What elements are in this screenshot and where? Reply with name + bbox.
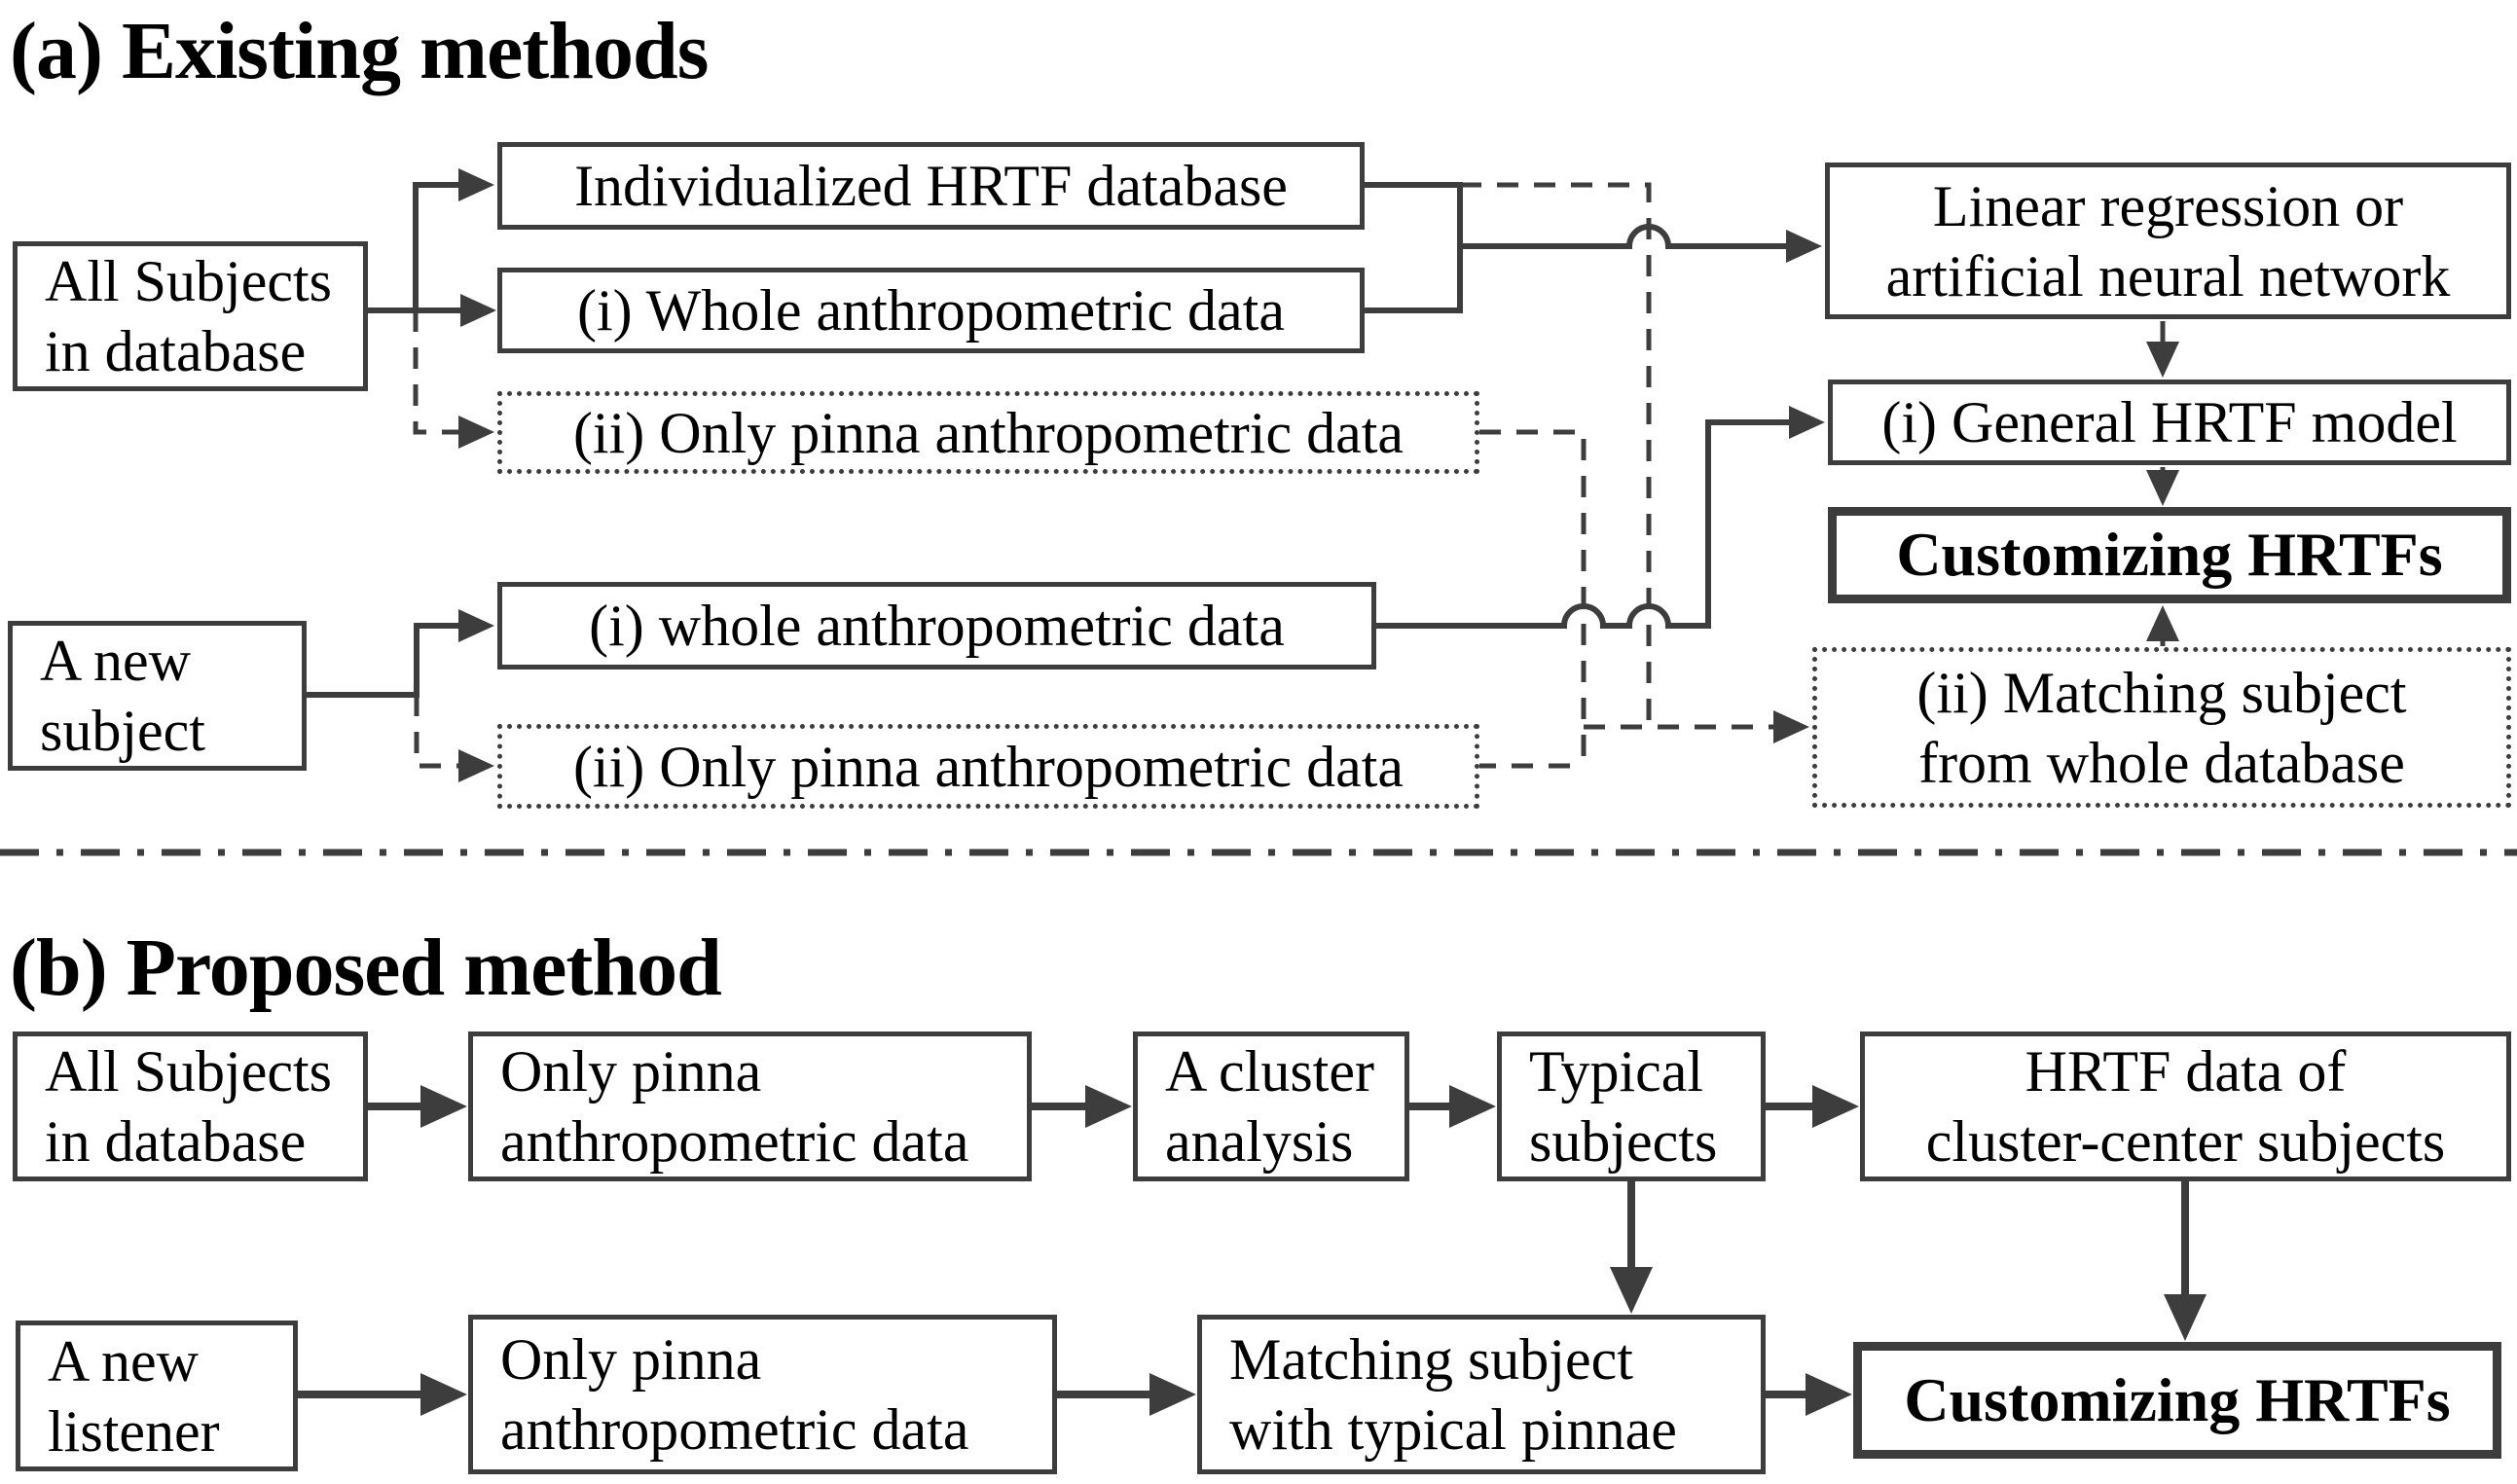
node-a-whole-anthro: (i) Whole anthropometric data	[497, 268, 1365, 353]
node-a-matching-subject: (ii) Matching subject from whole databas…	[1812, 647, 2511, 808]
connector-newsubject-to-whole-anthro	[307, 609, 494, 698]
node-a-linear-regression: Linear regression or artificial neural n…	[1825, 163, 2511, 319]
node-b-only-pinna-1: Only pinna anthropometric data	[468, 1032, 1032, 1181]
node-b-all-subjects-line1: All Subjects	[45, 1039, 332, 1104]
node-b-only-pinna-1-line1: Only pinna	[500, 1039, 762, 1104]
node-a-general-model-text: (i) General HRTF model	[1881, 390, 2458, 454]
node-b-only-pinna-2-line2: anthropometric data	[500, 1397, 969, 1462]
node-b-typical-subjects: Typical subjects	[1497, 1032, 1766, 1181]
node-a-all-subjects-line1: All Subjects	[45, 249, 332, 313]
node-b-hrtf-data: HRTF data of cluster-center subjects	[1860, 1032, 2511, 1181]
node-a-linear-regression-line1: Linear regression or	[1932, 173, 2404, 238]
node-a-individualized-db: Individualized HRTF database	[497, 142, 1365, 230]
node-a-pinna-anthro-new: (ii) Only pinna anthropometric data	[497, 724, 1479, 809]
node-b-cluster-analysis-line2: analysis	[1165, 1109, 1354, 1174]
node-a-whole-anthro-new-text: (i) whole anthropometric data	[589, 594, 1285, 658]
node-b-matching-typical: Matching subject with typical pinnae	[1197, 1315, 1766, 1474]
node-b-cluster-analysis: A cluster analysis	[1133, 1032, 1409, 1181]
node-b-customizing-hrtfs-text: Customizing HRTFs	[1904, 1364, 2451, 1434]
node-b-only-pinna-1-line2: anthropometric data	[500, 1109, 969, 1174]
section-a-title: (a) Existing methods	[10, 6, 709, 96]
connector-whole-anthro-new-to-general-model	[1376, 406, 1825, 629]
node-a-pinna-anthro-new-text: (ii) Only pinna anthropometric data	[572, 734, 1404, 799]
node-b-customizing-hrtfs: Customizing HRTFs	[1853, 1342, 2501, 1459]
connector-bracket-to-linear-regression	[1460, 224, 1822, 263]
node-a-pinna-anthro-db-text: (ii) Only pinna anthropometric data	[572, 400, 1404, 465]
node-a-matching-subject-line2: from whole database	[1918, 730, 2405, 795]
node-b-hrtf-data-line1: HRTF data of	[2025, 1039, 2347, 1104]
node-a-new-subject: A new subject	[8, 621, 307, 771]
node-a-matching-subject-line1: (ii) Matching subject	[1916, 660, 2407, 725]
node-b-new-listener-line1: A new	[48, 1328, 199, 1394]
node-a-linear-regression-line2: artificial neural network	[1885, 243, 2451, 308]
section-b-title: (b) Proposed method	[10, 923, 722, 1013]
connector-dashed-db-branch	[1460, 182, 1652, 727]
node-b-new-listener: A new listener	[16, 1321, 298, 1471]
node-b-typical-subjects-line1: Typical	[1529, 1039, 1704, 1104]
node-b-matching-typical-line1: Matching subject	[1229, 1327, 1633, 1392]
node-b-matching-typical-line2: with typical pinnae	[1229, 1397, 1677, 1462]
connector-dashed-pinna-db-branch	[1479, 429, 1587, 766]
node-b-all-subjects: All Subjects in database	[13, 1032, 368, 1181]
node-a-general-model: (i) General HRTF model	[1828, 380, 2511, 465]
node-a-whole-anthro-new: (i) whole anthropometric data	[497, 582, 1376, 670]
node-a-all-subjects: All Subjects in database	[13, 241, 368, 391]
node-b-only-pinna-2: Only pinna anthropometric data	[468, 1315, 1057, 1474]
node-a-new-subject-line1: A new	[40, 629, 191, 693]
node-a-customizing-hrtfs-text: Customizing HRTFs	[1896, 520, 2443, 590]
node-b-typical-subjects-line2: subjects	[1529, 1109, 1718, 1174]
node-b-new-listener-line2: listener	[48, 1398, 220, 1464]
connector-newsubject-to-pinna-anthro-dashed	[414, 695, 494, 782]
node-a-customizing-hrtfs: Customizing HRTFs	[1828, 507, 2511, 603]
connector-allsubjects-to-individualized-db	[413, 168, 494, 310]
connector-allsubjects-to-pinna-anthro-dashed	[413, 310, 494, 449]
node-a-new-subject-line2: subject	[40, 699, 205, 763]
node-b-cluster-analysis-line1: A cluster	[1165, 1039, 1374, 1104]
node-b-all-subjects-line2: in database	[45, 1109, 307, 1174]
node-a-whole-anthro-text: (i) Whole anthropometric data	[577, 278, 1285, 343]
node-b-only-pinna-2-line1: Only pinna	[500, 1327, 762, 1392]
node-a-all-subjects-line2: in database	[45, 319, 307, 383]
node-b-hrtf-data-line2: cluster-center subjects	[1925, 1109, 2446, 1174]
node-a-individualized-db-text: Individualized HRTF database	[574, 154, 1288, 218]
connector-db-bracket	[1365, 182, 1463, 313]
node-a-pinna-anthro-db: (ii) Only pinna anthropometric data	[497, 391, 1479, 474]
